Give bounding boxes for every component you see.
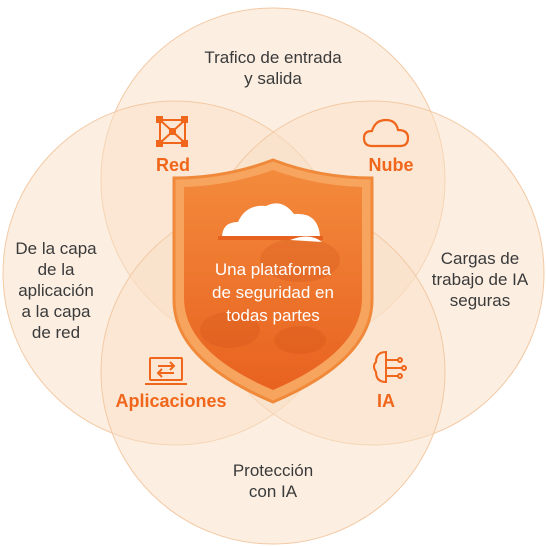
- cloud-icon: [362, 118, 410, 148]
- label-right: Cargas de trabajo de IA seguras: [416, 248, 544, 311]
- label-left: De la capa de la aplicación a la capa de…: [4, 238, 108, 343]
- node-red-label: Red: [155, 155, 190, 175]
- label-right-line-3: seguras: [449, 291, 511, 310]
- network-icon: [156, 116, 188, 147]
- label-left-line-5: de red: [31, 323, 81, 342]
- brain-circuit-icon: [373, 350, 407, 384]
- label-bottom-line-1: Protección: [232, 461, 314, 480]
- label-left-line-4: a la capa: [21, 302, 91, 321]
- node-nube-label: Nube: [368, 155, 414, 175]
- cloudflare-cloud-icon: [218, 203, 323, 242]
- label-bottom: Protección con IA: [173, 460, 373, 502]
- label-top-line-1: Trafico de entrada: [204, 48, 342, 67]
- label-top: Trafico de entrada y salida: [163, 47, 383, 89]
- shield-text-line-2: de seguridad en: [212, 283, 334, 302]
- shield-text-line-3: todas partes: [226, 306, 320, 325]
- label-left-line-1: De la capa: [15, 239, 97, 258]
- shield-text: Una plataforma de seguridad en todas par…: [180, 258, 366, 327]
- node-ia-label: IA: [377, 391, 395, 411]
- shield-text-line-1: Una plataforma: [214, 260, 332, 279]
- shield: [172, 158, 374, 404]
- label-left-line-2: de la: [37, 260, 75, 279]
- node-aplicaciones-label: Aplicaciones: [115, 391, 227, 411]
- label-right-line-2: trabajo de IA: [431, 270, 529, 289]
- label-left-line-3: aplicación: [18, 281, 94, 300]
- label-right-line-1: Cargas de: [440, 249, 520, 268]
- laptop-arrows-icon: [145, 357, 187, 385]
- label-top-line-2: y salida: [244, 69, 302, 88]
- label-bottom-line-2: con IA: [248, 482, 298, 501]
